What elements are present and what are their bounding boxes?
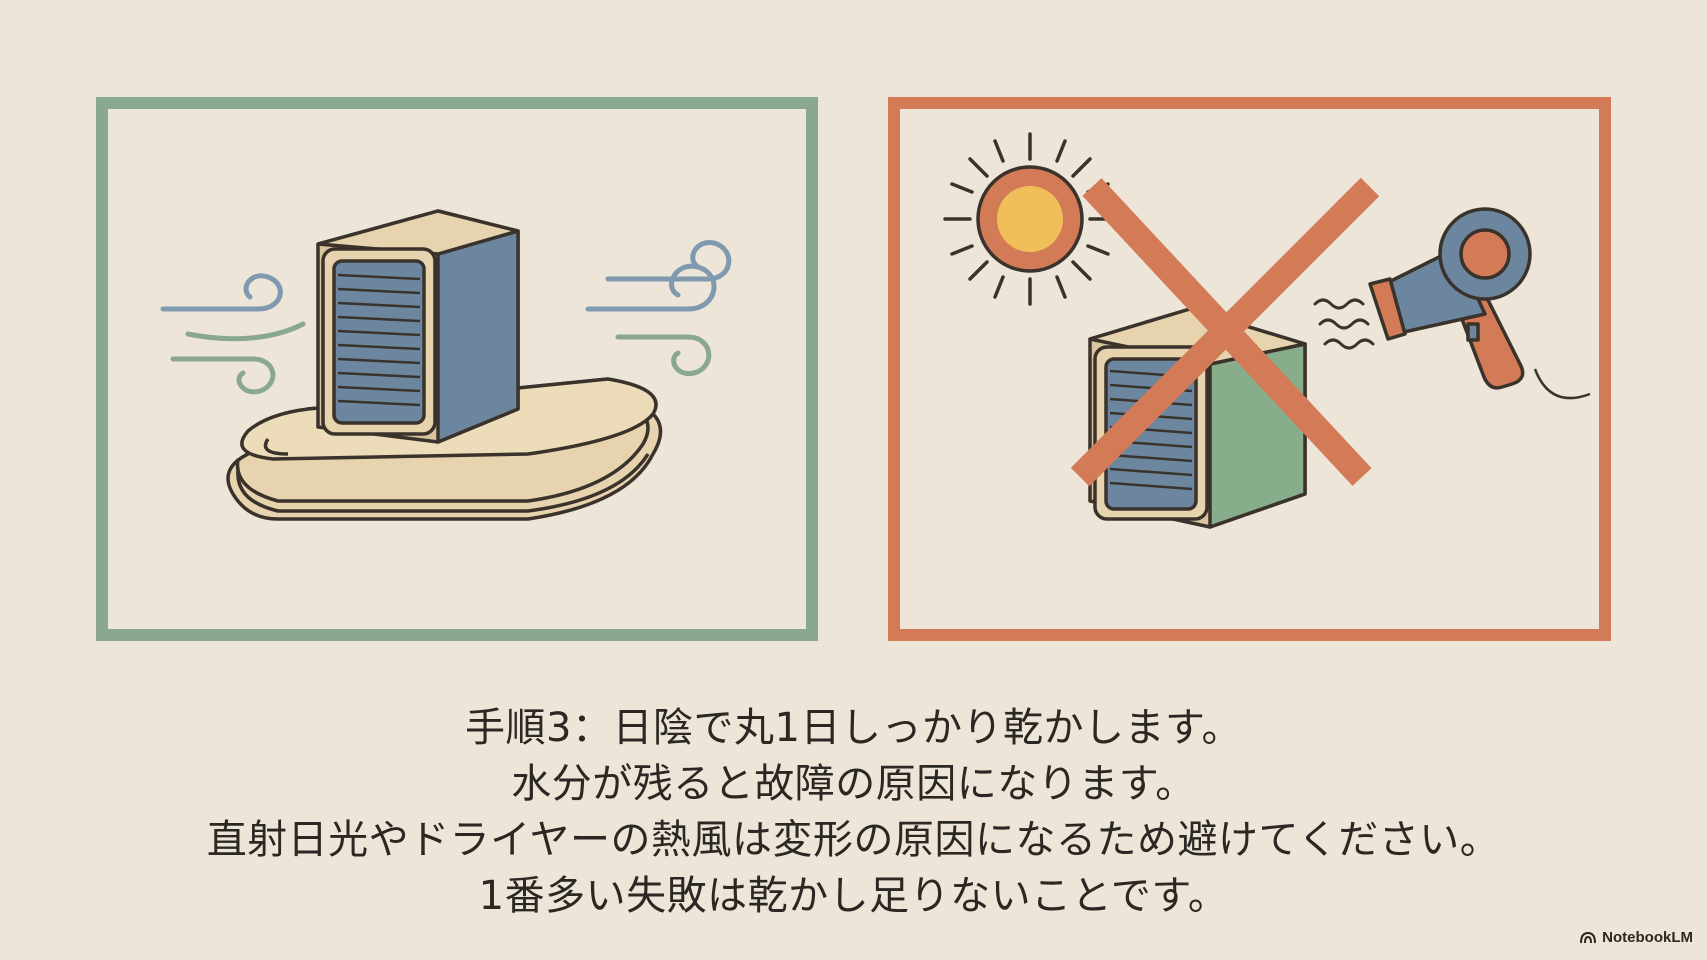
- caption-line-2: 水分が残ると故障の原因になります。: [511, 761, 1196, 807]
- caption-line-1: 手順3：日陰で丸1日しっかり乾かします。: [465, 705, 1242, 751]
- caption-line-3: 直射日光やドライヤーの熱風は変形の原因になるため避けてください。: [206, 817, 1501, 863]
- notebooklm-watermark: NotebookLM: [1580, 929, 1693, 946]
- cross-mark-icon: [1070, 177, 1380, 487]
- correct-method-panel: [96, 97, 818, 641]
- notebooklm-logo-icon: [1580, 931, 1597, 943]
- air-cooler-icon: [316, 209, 520, 444]
- shade-drying-illustration: [160, 209, 732, 521]
- incorrect-method-panel: [888, 97, 1611, 641]
- hot-air-icon: [1313, 298, 1375, 350]
- brand-name: NotebookLM: [1602, 929, 1693, 946]
- hair-dryer-icon: [1368, 207, 1591, 400]
- caption-text: 手順3：日陰で丸1日しっかり乾かします。 水分が残ると故障の原因になります。 直…: [0, 700, 1707, 924]
- direct-heat-illustration: [943, 132, 1591, 529]
- sun-icon: [943, 132, 1117, 306]
- caption-line-4: 1番多い失敗は乾かし足りないことです。: [478, 873, 1229, 919]
- wind-icon: [160, 240, 732, 395]
